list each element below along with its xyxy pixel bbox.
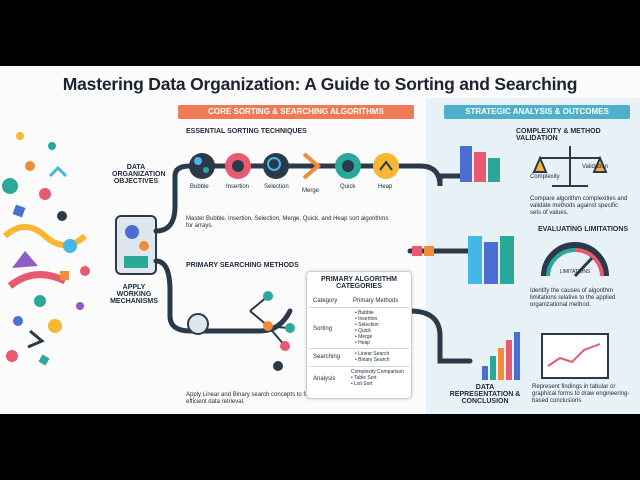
mechanisms-label: APPLY WORKING MECHANISMS: [110, 284, 158, 305]
idea-cloud-icon: [2, 132, 90, 366]
technique-selection: Selection: [264, 184, 289, 190]
pipe-to-strategic-top: [417, 163, 465, 187]
limits-text: Identify the causes of algorithm limitat…: [530, 288, 616, 308]
categories-title: PRIMARY ALGORITHM CATEGORIES: [321, 276, 397, 290]
page-title: Mastering Data Organization: A Guide to …: [62, 74, 578, 94]
gear-box-icon: [115, 215, 157, 275]
balance-scale-icon: [532, 146, 608, 187]
gauge-label: LIMITATIONS: [559, 269, 591, 275]
technique-bubble: Bubble: [190, 184, 209, 190]
technique-quick: Quick: [340, 184, 356, 190]
searching-description: Apply Linear and Binary search concepts …: [186, 392, 326, 405]
sorting-description: Master Bubble, Insertion, Selection, Mer…: [186, 216, 389, 229]
repr-text: Represent findings in tabular or graphic…: [532, 384, 630, 404]
scale-left-label: Complexity: [530, 174, 560, 180]
report-chart-icon: [482, 332, 609, 380]
pipe-to-strategic-bottom: [407, 308, 473, 364]
sorting-heading: ESSENTIAL SORTING TECHNIQUES: [186, 128, 307, 135]
search-tree-icon: [187, 291, 295, 371]
objectives-label: DATA ORGANIZATION OBJECTIVES: [112, 164, 166, 185]
complexity-heading: COMPLEXITY & METHOD VALIDATION: [516, 128, 601, 142]
infographic-canvas: Mastering Data Organization: A Guide to …: [0, 66, 640, 414]
row-category: Searching: [313, 354, 341, 360]
technique-merge: Merge: [302, 188, 320, 194]
pipe-to-sorting: [153, 163, 423, 234]
technique-heap: Heap: [378, 184, 393, 190]
diagram-graphics: [2, 132, 609, 380]
data-stack-icons: [412, 146, 514, 284]
searching-heading: PRIMARY SEARCHING METHODS: [186, 262, 299, 269]
sorting-icons: [189, 152, 399, 180]
row-category: Sorting: [313, 326, 333, 332]
row-methods: Complexity Comparison• Table Sort• List …: [351, 369, 405, 387]
scale-right-label: Validation: [582, 164, 608, 170]
col-methods: Primary Methods: [353, 298, 399, 304]
limitations-gauge-icon: [541, 242, 609, 278]
col-category: Category: [313, 298, 338, 304]
row-methods: • Bubble• Insertion• Selection• Quick• M…: [355, 310, 379, 346]
technique-insertion: Insertion: [226, 184, 250, 190]
complexity-text: Compare algorithm complexities and valid…: [530, 196, 628, 216]
limits-heading: EVALUATING LIMITATIONS: [538, 226, 629, 233]
core-banner: CORE SORTING & SEARCHING ALGORITHMS: [178, 105, 414, 119]
categories-table: PRIMARY ALGORITHM CATEGORIES Category Pr…: [306, 271, 412, 399]
row-methods: • Linear Search• Binary Search: [355, 351, 390, 363]
row-category: Analysis: [313, 376, 336, 382]
repr-heading: DATA REPRESENTATION & CONCLUSION: [449, 384, 521, 405]
strategic-banner: STRATEGIC ANALYSIS & OUTCOMES: [444, 105, 630, 119]
